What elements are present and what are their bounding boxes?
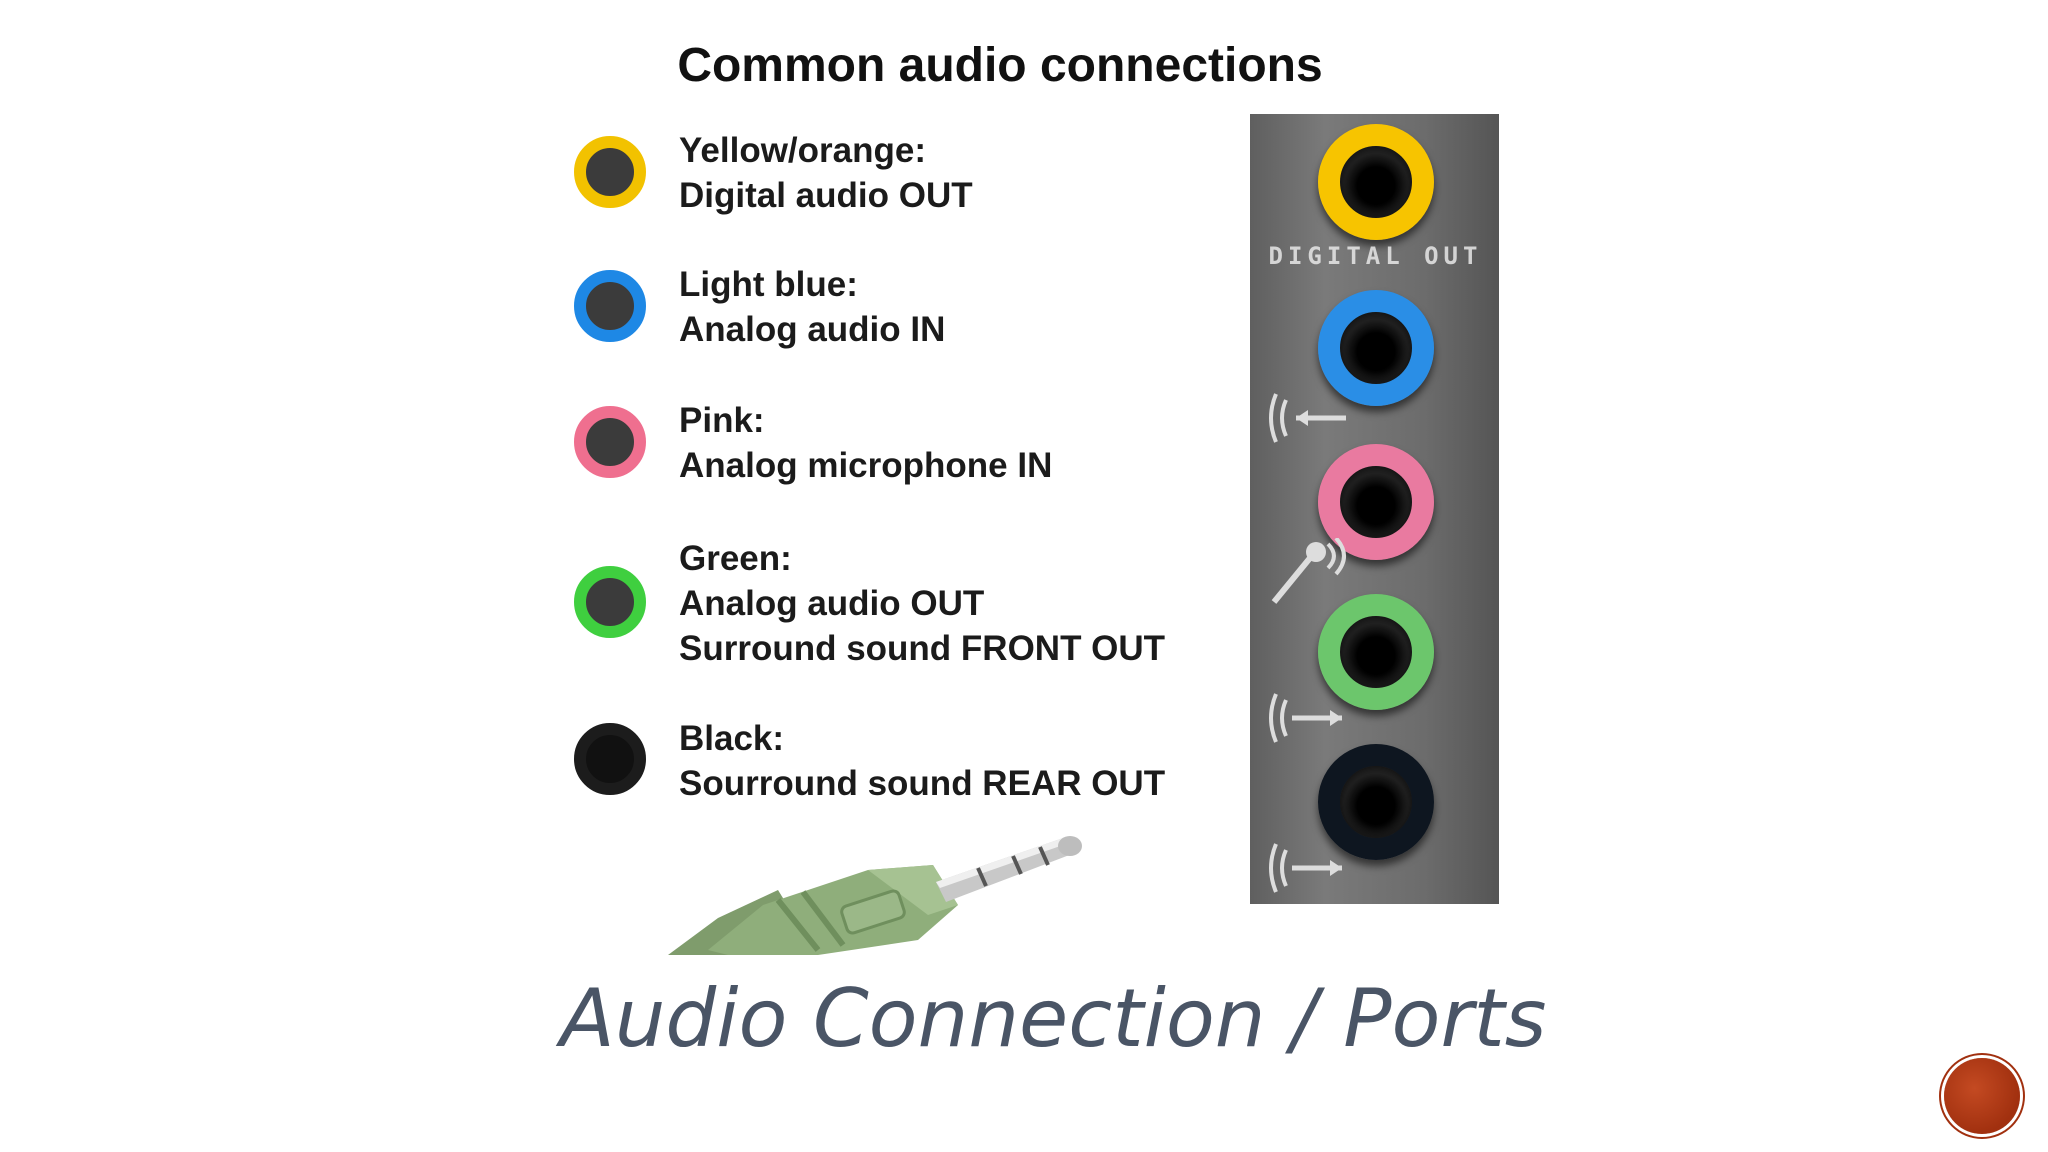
legend-description: Sourround sound REAR OUT (679, 764, 1166, 803)
legend-color-label: Light blue: (679, 265, 858, 304)
audio-plug-image (668, 836, 1082, 955)
plug-tip (936, 836, 1082, 902)
line-out-icon (1269, 693, 1342, 743)
pink-jack-icon (574, 406, 646, 478)
legend-color-label: Yellow/orange: (679, 131, 926, 170)
plug-body (708, 865, 958, 955)
legend-description: Analog microphone IN (679, 446, 1053, 485)
legend-description: Analog audio IN (679, 310, 946, 349)
rear-out-icon (1269, 843, 1342, 893)
legend-description: Digital audio OUT (679, 176, 973, 215)
legend-description: Analog audio OUT (679, 584, 985, 623)
legend-color-label: Pink: (679, 401, 765, 440)
legend-description-extra: Surround sound FRONT OUT (679, 629, 1166, 668)
legend-color-label: Green: (679, 539, 792, 578)
legend-color-label: Black: (679, 719, 785, 758)
slide-caption: Audio Connection / Ports (560, 972, 1547, 1065)
light-blue-jack-icon (574, 270, 646, 342)
black-jack-icon (574, 723, 646, 795)
audio-port-panel: DIGITAL OUT (1250, 114, 1499, 904)
panel-digital-out-label: DIGITAL OUT (1268, 242, 1483, 270)
slide-nav-badge[interactable] (1944, 1058, 2020, 1134)
line-in-icon (1269, 393, 1346, 443)
yellow-port (1318, 124, 1434, 240)
figure-title: Common audio connections (677, 39, 1323, 92)
microphone-icon (1271, 538, 1346, 604)
green-jack-icon (574, 566, 646, 638)
yellow-jack-icon (574, 136, 646, 208)
